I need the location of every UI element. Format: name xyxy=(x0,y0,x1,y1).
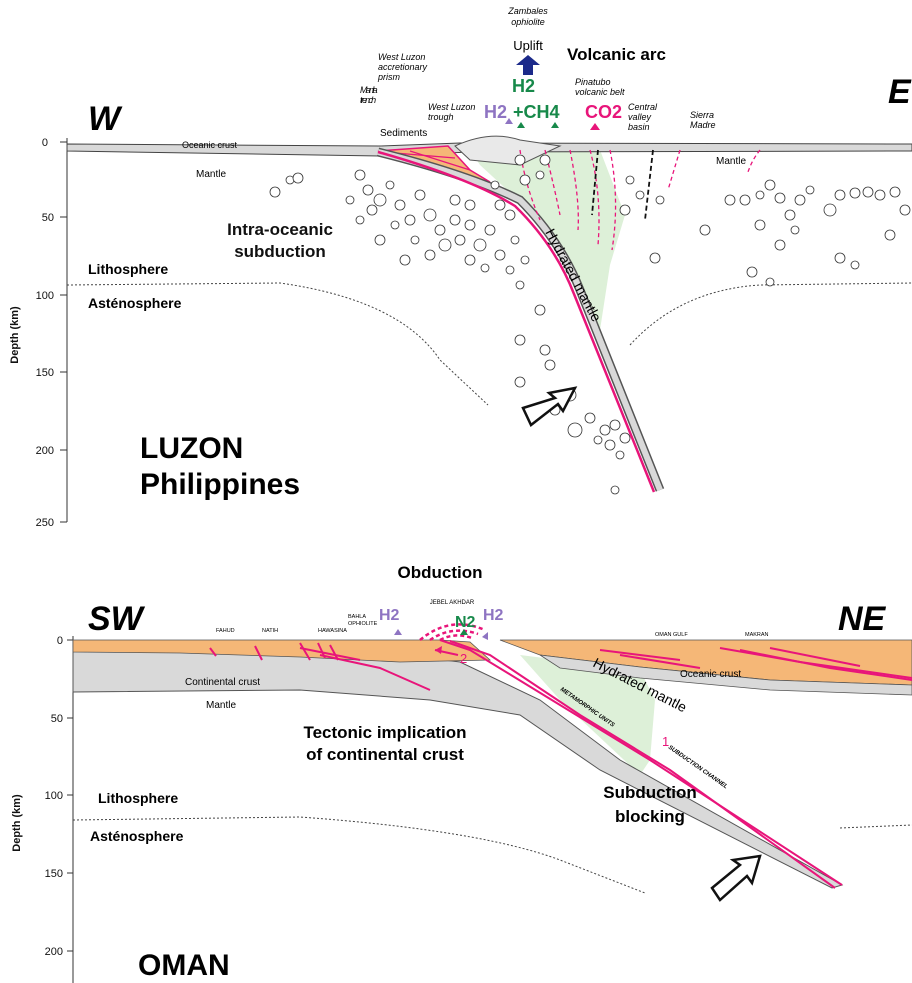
oman-makran: MAKRAN xyxy=(745,632,769,638)
oman-asthenosphere: Asténosphere xyxy=(90,828,184,844)
luzon-dir-w: W xyxy=(88,100,123,138)
oman-obduction: Obduction xyxy=(398,563,483,582)
luzon-lithosphere: Lithosphere xyxy=(88,261,168,277)
oman-tick-50: 50 xyxy=(51,713,63,725)
luzon-volcanic-conduits xyxy=(519,149,761,251)
oman-tick-100: 100 xyxy=(45,790,63,802)
oman-hawasina: HAWASINA xyxy=(318,628,347,634)
oman-mantle: Mantle xyxy=(206,700,236,711)
oman-lithosphere: Lithosphere xyxy=(98,790,178,806)
luzon-lab-boundary xyxy=(66,282,489,406)
luzon-forearc-high xyxy=(454,135,562,166)
luzon-tick-250: 250 xyxy=(36,517,54,529)
luzon-seismicity xyxy=(269,154,911,495)
luzon-dir-e: E xyxy=(888,73,912,111)
luzon-volcanic-arc: Volcanic arc xyxy=(567,45,666,64)
oman-h2-right: H2 xyxy=(483,607,504,624)
oman-panel: 0 50 100 150 200 Depth (km) xyxy=(11,563,912,983)
oman-tick-200: 200 xyxy=(45,946,63,958)
oman-gulf: OMAN GULF xyxy=(655,632,688,638)
luzon-tick-150: 150 xyxy=(36,367,54,379)
oman-ophiolite-dome xyxy=(419,623,486,642)
oman-jebel-akhdar: JEBEL AKHDAR xyxy=(430,600,475,606)
oman-slab-direction-arrow xyxy=(710,854,762,902)
oman-dir-ne: NE xyxy=(838,600,887,638)
luzon-tick-100: 100 xyxy=(36,290,54,302)
luzon-h2-top: H2 xyxy=(512,76,535,96)
oman-thrust-faults xyxy=(209,639,912,889)
oman-sedimentary-cover xyxy=(72,639,492,663)
oman-tick-0: 0 xyxy=(57,635,63,647)
luzon-subduction-fault xyxy=(377,150,656,493)
luzon-mantle-right: Mantle xyxy=(716,156,746,167)
luzon-tick-50: 50 xyxy=(42,212,54,224)
oman-oceanic-crust-band xyxy=(539,654,912,696)
oman-oceanic-crust: Oceanic crust xyxy=(680,669,741,680)
luzon-uplift: Uplift xyxy=(513,38,543,53)
luzon-panel: 0 50 100 150 200 250 Depth (km) xyxy=(9,6,912,529)
luzon-tick-200: 200 xyxy=(36,445,54,457)
oman-depth-label: Depth (km) xyxy=(11,794,23,852)
luzon-hydrated-mantle-zone xyxy=(470,150,625,330)
oman-marker-2: 2 xyxy=(460,651,467,666)
luzon-mantle-left: Mantle xyxy=(196,169,226,180)
luzon-co2: CO2 xyxy=(585,102,622,122)
oman-continental-crust: Continental crust xyxy=(185,677,260,688)
luzon-h2-left: H2 xyxy=(484,102,507,122)
luzon-sediments: Sediments xyxy=(380,128,427,139)
oman-lab-boundary xyxy=(72,816,646,894)
luzon-slab-direction-arrow xyxy=(521,386,578,427)
oman-depth-axis: 0 50 100 150 200 Depth (km) xyxy=(11,635,74,983)
oman-tick-150: 150 xyxy=(45,868,63,880)
oman-region: OMAN xyxy=(138,949,230,982)
luzon-oceanic-crust: Oceanic crust xyxy=(182,140,238,150)
oman-h2-left: H2 xyxy=(379,607,400,624)
oman-hydrated-mantle-zone xyxy=(520,655,655,775)
oman-natih: NATIH xyxy=(262,628,278,634)
luzon-asthenosphere: Asténosphere xyxy=(88,295,182,311)
luzon-ch4: +CH4 xyxy=(513,102,560,122)
oman-dir-sw: SW xyxy=(88,600,146,638)
oman-fahud: FAHUD xyxy=(216,628,235,634)
luzon-tick-0: 0 xyxy=(42,137,48,149)
luzon-depth-label: Depth (km) xyxy=(9,306,21,364)
luzon-region: LUZON xyxy=(140,432,243,465)
luzon-country: Philippines xyxy=(140,468,300,501)
luzon-uplift-arrow xyxy=(516,55,540,75)
luzon-depth-axis: 0 50 100 150 200 250 Depth (km) xyxy=(9,137,68,529)
oman-marker-1: 1 xyxy=(662,734,669,749)
oman-continental-crust-band xyxy=(72,647,844,889)
oman-n2: N2 xyxy=(455,614,476,631)
